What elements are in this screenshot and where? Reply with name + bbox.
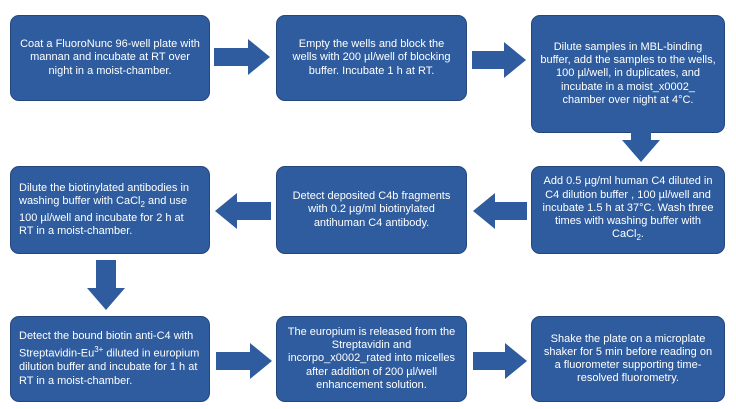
step-6-box: Dilute the biotinylated antibodies in wa… <box>10 166 210 254</box>
arrow-right-icon <box>473 343 527 379</box>
step-7-text: Detect the bound biotin anti-C4 with Str… <box>19 330 200 387</box>
step-4-text: Add 0.5 µg/ml human C4 diluted in C4 dil… <box>542 175 714 243</box>
step-3-box: Dilute samples in MBL-binding buffer, ad… <box>531 15 725 133</box>
step-8-box: The europium is released from the Strept… <box>276 316 467 402</box>
step-9-text: Shake the plate on a microplate shaker f… <box>543 332 713 385</box>
step-2-box: Empty the wells and block the wells with… <box>276 15 467 101</box>
step-1-text: Coat a FluoroNunc 96-well plate with man… <box>20 38 200 77</box>
step-3-text: Dilute samples in MBL-binding buffer, ad… <box>540 40 716 106</box>
step-7-box: Detect the bound biotin anti-C4 with Str… <box>10 316 210 402</box>
arrow-down-icon <box>622 112 660 162</box>
step-8-text: The europium is released from the Strept… <box>287 325 456 391</box>
arrow-right-icon <box>472 42 526 78</box>
step-9-box: Shake the plate on a microplate shaker f… <box>531 316 725 402</box>
arrow-right-icon <box>216 343 272 379</box>
step-1-box: Coat a FluoroNunc 96-well plate with man… <box>10 15 210 101</box>
arrow-left-icon <box>215 193 271 229</box>
arrow-right-icon <box>214 39 270 75</box>
step-5-text: Detect deposited C4b fragments with 0.2 … <box>292 190 451 229</box>
step-4-box: Add 0.5 µg/ml human C4 diluted in C4 dil… <box>531 166 725 254</box>
arrow-left-icon <box>473 193 527 229</box>
step-6-text: Dilute the biotinylated antibodies in wa… <box>19 182 190 237</box>
step-5-box: Detect deposited C4b fragments with 0.2 … <box>276 166 467 254</box>
step-2-text: Empty the wells and block the wells with… <box>292 38 451 77</box>
arrow-down-icon <box>87 260 125 310</box>
